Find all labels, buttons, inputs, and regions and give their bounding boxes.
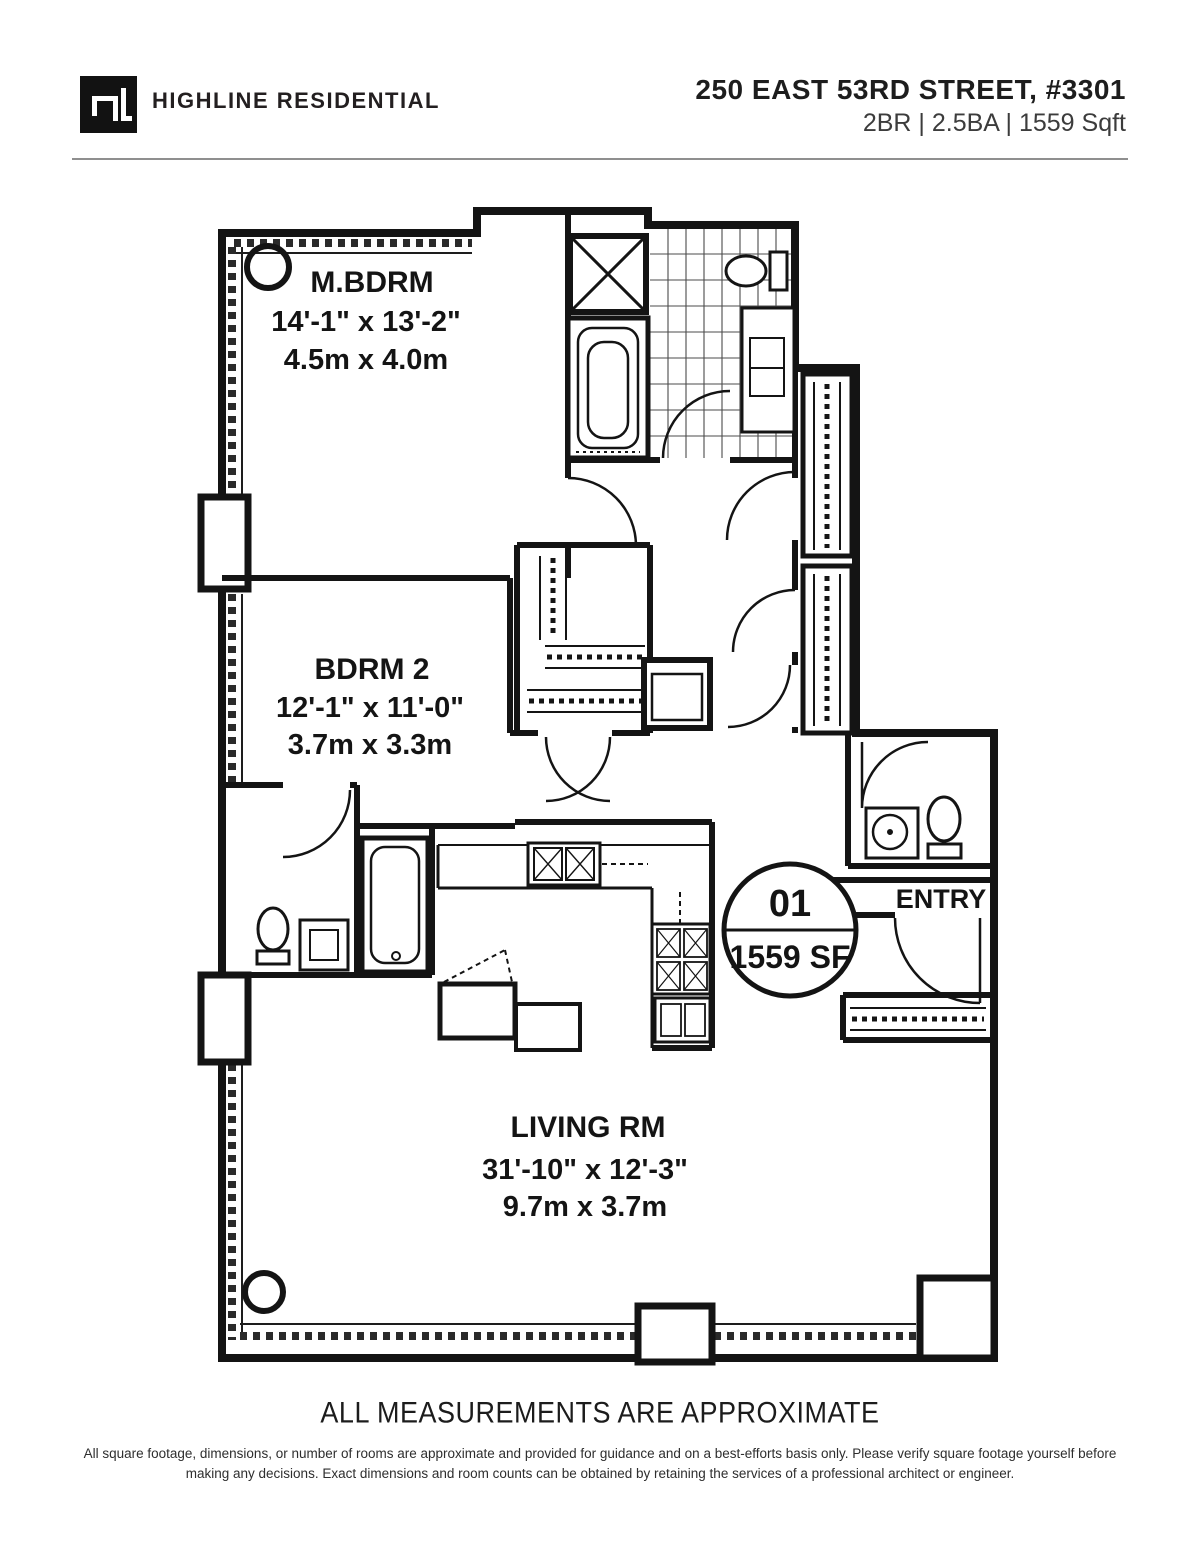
room-dims-m-master-bedroom: 4.5m x 4.0m	[284, 344, 448, 376]
column-circles	[242, 243, 292, 1314]
stove-icon	[650, 922, 712, 996]
master-bedroom-door-arc	[567, 476, 638, 547]
master-toilet-icon	[724, 250, 789, 292]
room-dims-m-living-room: 9.7m x 3.7m	[503, 1191, 667, 1223]
powder-sink-icon	[864, 806, 920, 860]
kitchen-sink-icon	[526, 841, 602, 887]
master-bathtub-icon	[565, 315, 651, 461]
room-label-bedroom2: BDRM 2	[314, 653, 429, 686]
kitchen-peninsula	[514, 1002, 582, 1052]
room-dims-ft-master-bedroom: 14'-1" x 13'-2"	[271, 306, 461, 338]
unit-number: 01	[769, 883, 811, 925]
entry-label-group: ENTRY	[896, 884, 987, 914]
linen-closet-door-arc	[725, 470, 796, 541]
room-label-living-room: LIVING RM	[511, 1111, 666, 1144]
second-toilet-icon	[255, 906, 291, 966]
listing-header: 250 EAST 53RD STREET, #3301 2BR | 2.5BA …	[695, 74, 1126, 138]
unit-area: 1559 SF	[730, 939, 851, 975]
window-hatching	[228, 239, 916, 1340]
column-circle-top	[244, 243, 292, 291]
wall-piers	[197, 493, 998, 1366]
hl-monogram-icon	[80, 76, 137, 133]
brand-name: HIGHLINE RESIDENTIAL	[152, 88, 440, 113]
bedroom2-door-arc-1	[545, 736, 612, 803]
hall-closets	[800, 371, 855, 736]
hall-closet-door-arc-1	[731, 588, 796, 653]
listing-specs: 2BR | 2.5BA | 1559 Sqft	[862, 109, 1126, 137]
powder-toilet-icon	[926, 795, 963, 860]
shower-shaft-icon	[567, 233, 649, 315]
entry-closet-shelf	[850, 1007, 986, 1031]
room-label-master-bedroom: M.BDRM	[310, 266, 433, 299]
window-sill-lines	[234, 247, 916, 1340]
master-bath-tile-floor	[650, 228, 793, 458]
room-dims-ft-living-room: 31'-10" x 12'-3"	[482, 1154, 688, 1186]
closet-shelves	[527, 556, 645, 713]
column-circle-bottom	[242, 1270, 286, 1314]
second-bathtub-icon	[359, 835, 431, 975]
measurements-notice: ALL MEASUREMENTS ARE APPROXIMATE	[320, 1396, 880, 1430]
legal-disclaimer: All square footage, dimensions, or numbe…	[83, 1446, 1117, 1481]
unit-badge: 01 1559 SF	[721, 861, 859, 999]
second-bath-door-arc	[282, 789, 352, 859]
master-vanity-icon	[740, 306, 796, 548]
highline-logo-icon	[80, 76, 137, 133]
room-dims-ft-bedroom2: 12'-1" x 11'-0"	[276, 692, 464, 724]
second-sink-icon	[298, 918, 350, 972]
bedroom2-door-arc-2	[544, 736, 611, 803]
header: HIGHLINE RESIDENTIAL 250 EAST 53RD STREE…	[0, 0, 1200, 170]
door-swings	[282, 389, 982, 1005]
listing-address: 250 EAST 53RD STREET, #3301	[695, 74, 1126, 105]
powder-door-arc	[860, 740, 929, 809]
oven-cabinet-icon	[653, 996, 712, 1044]
room-labels: M.BDRM 14'-1" x 13'-2" 4.5m x 4.0m BDRM …	[271, 266, 688, 1223]
room-dims-m-bedroom2: 3.7m x 3.3m	[288, 729, 452, 761]
header-divider	[72, 158, 1128, 160]
hall-closet-door-arc-2	[727, 664, 792, 729]
entry-label: ENTRY	[896, 884, 987, 914]
shaft-box	[641, 657, 713, 731]
entry-door-arc	[893, 917, 982, 1005]
refrigerator-icon	[437, 949, 518, 1041]
master-bath-door-arc	[661, 389, 731, 459]
